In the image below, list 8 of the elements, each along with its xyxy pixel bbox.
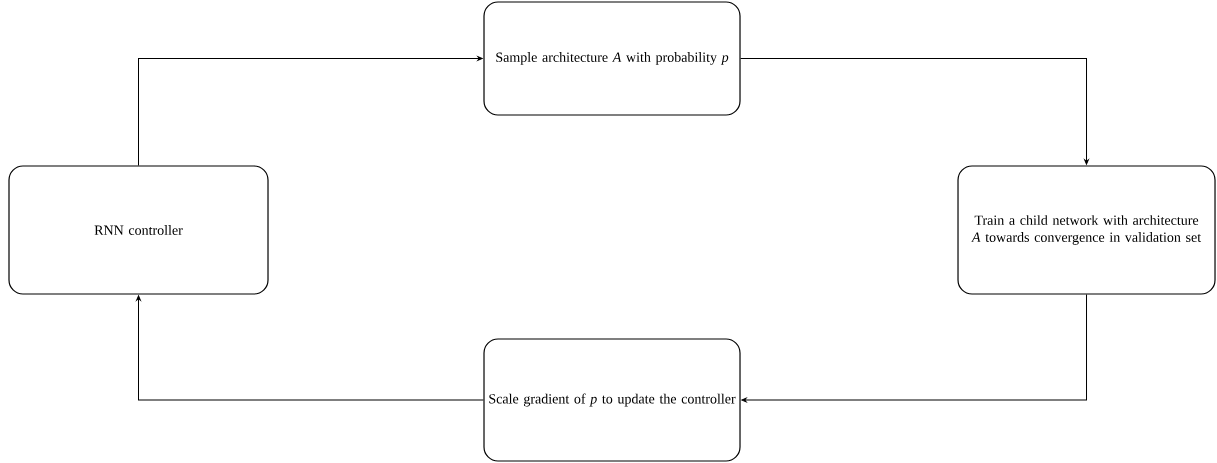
arrow <box>136 295 484 401</box>
arrow <box>138 56 483 166</box>
process-box: Sample architecture A with probability p <box>483 1 741 116</box>
arrow <box>741 294 1087 403</box>
process-box: Train a child network with architecture A towards convergence in validation set <box>957 165 1216 295</box>
arrow <box>740 58 1089 165</box>
process-box: RNN controller <box>8 165 269 295</box>
process-box: Scale gradient of p to update the controller <box>483 338 741 462</box>
